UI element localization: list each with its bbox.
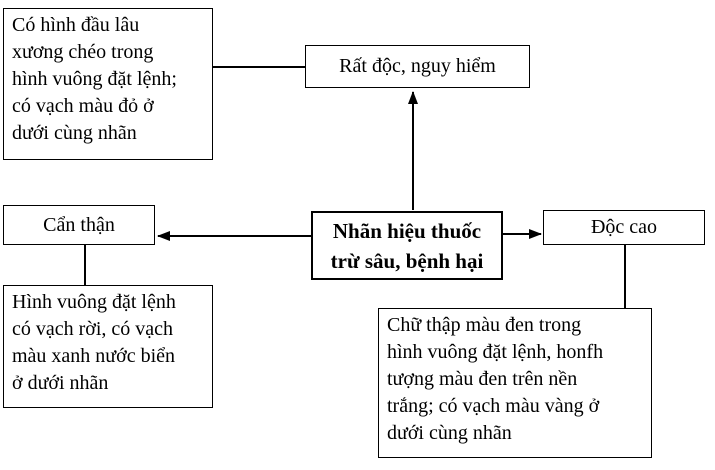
node-caution: Cẩn thận [3, 205, 155, 245]
node-highly-toxic: Độc cao [543, 210, 705, 245]
node-very-toxic-dangerous: Rất độc, nguy hiểm [305, 45, 530, 88]
node-pesticide-label-topic: Nhãn hiệu thuốc trừ sâu, bệnh hại [311, 211, 503, 280]
node-red-stripe-description: Có hình đầu lâu xương chéo trong hình vu… [3, 8, 213, 160]
node-blue-stripe-description: Hình vuông đặt lệnh có vạch rời, có vạch… [3, 285, 213, 408]
node-yellow-stripe-description: Chữ thập màu đen trong hình vuông đặt lệ… [378, 308, 652, 458]
